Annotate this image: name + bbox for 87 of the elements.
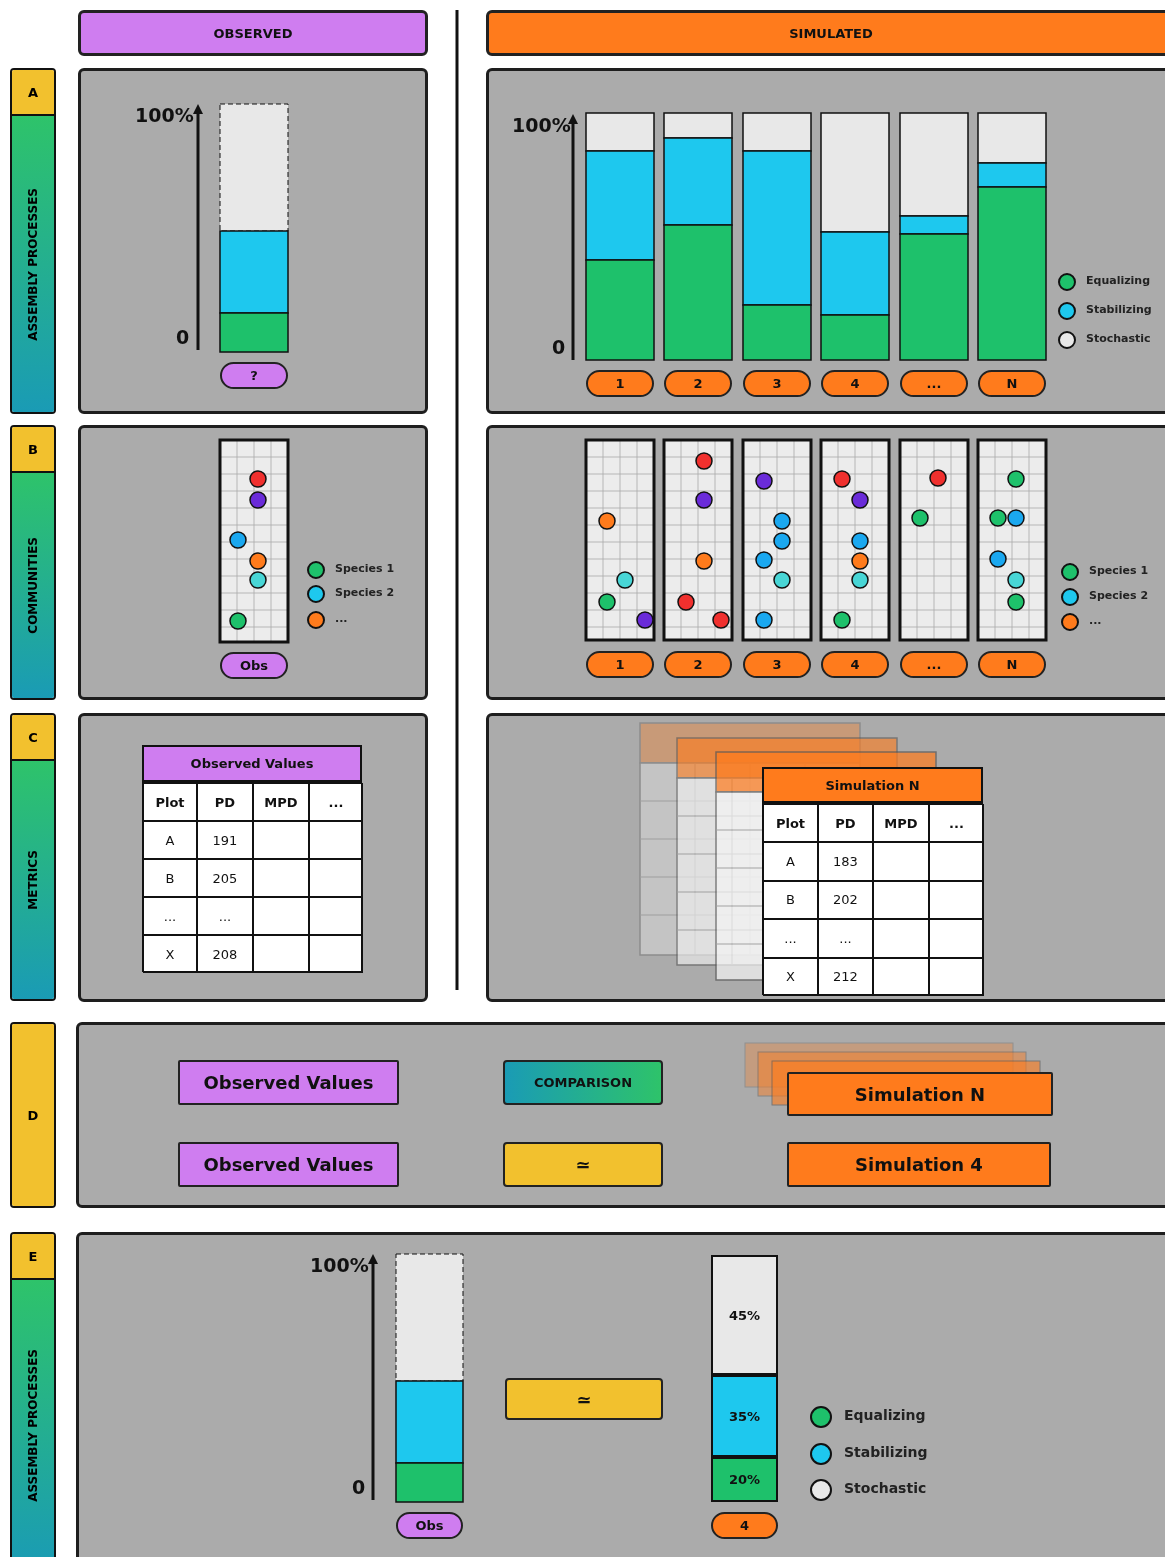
table-title: Observed Values	[142, 745, 362, 782]
axis-label: 100%	[512, 114, 571, 136]
section-title: METRICS	[12, 761, 54, 999]
sample-tag: ...	[900, 370, 968, 397]
column-header: OBSERVED	[78, 10, 428, 56]
section-panel	[76, 1232, 1165, 1557]
legend-text: Stabilizing	[844, 1444, 928, 1461]
legend-text: Species 2	[1089, 589, 1149, 603]
axis-label: 100%	[310, 1254, 369, 1276]
legend-text: Stochastic	[1086, 332, 1151, 346]
comparison-card: COMPARISON	[503, 1060, 663, 1105]
section-title: COMMUNITIES	[12, 473, 54, 698]
section-tab	[10, 425, 56, 700]
bar-segment: 20%	[711, 1457, 778, 1502]
sample-tag: ?	[220, 362, 288, 389]
table-cell: ...	[309, 783, 363, 821]
axis-label: 100%	[135, 104, 194, 126]
table-cell: B	[763, 880, 818, 920]
result-card: Simulation N	[787, 1072, 1053, 1116]
section-panel	[76, 1022, 1165, 1208]
table-cell: ...	[197, 897, 253, 935]
legend-text: ...	[1089, 614, 1102, 628]
section-title: ASSEMBLY PROCESSES	[12, 1280, 54, 1557]
table-cell: MPD	[253, 783, 309, 821]
sample-tag: 2	[664, 651, 732, 678]
legend-text: Equalizing	[844, 1407, 926, 1424]
table-cell: 183	[818, 842, 873, 881]
axis-label: 0	[352, 1476, 366, 1498]
table-cell: 191	[197, 821, 253, 859]
table-cell: X	[763, 957, 818, 996]
sample-tag: 1	[586, 370, 654, 397]
table-cell: MPD	[873, 804, 929, 843]
sample-tag: Obs	[396, 1512, 463, 1539]
section-letter: C	[12, 715, 54, 761]
table-cell: X	[143, 935, 197, 973]
table-cell: 212	[818, 957, 873, 996]
sample-tag: N	[978, 651, 1046, 678]
section-letter: D	[12, 1024, 54, 1206]
sample-tag: 2	[664, 370, 732, 397]
section-title: ASSEMBLY PROCESSES	[12, 116, 54, 412]
table-title: Simulation N	[762, 767, 983, 803]
section-tab	[10, 713, 56, 1001]
sample-tag: ...	[900, 651, 968, 678]
axis-label: 0	[552, 336, 566, 358]
section-tab	[10, 68, 56, 414]
table-cell: PD	[818, 804, 873, 843]
column-header: SIMULATED	[486, 10, 1165, 56]
bar-segment: 35%	[711, 1375, 778, 1457]
table-cell: PD	[197, 783, 253, 821]
table-cell: 205	[197, 859, 253, 897]
result-card: Observed Values	[178, 1060, 399, 1105]
sample-tag: 4	[821, 370, 889, 397]
table-cell: ...	[818, 919, 873, 958]
sample-tag: 3	[743, 370, 811, 397]
section-letter: A	[12, 70, 54, 116]
table-cell: ...	[929, 804, 984, 843]
table-cell: ...	[143, 897, 197, 935]
legend-text: Species 1	[335, 562, 395, 576]
table-cell: 208	[197, 935, 253, 973]
legend-text: Stabilizing	[1086, 303, 1152, 317]
sample-tag: 1	[586, 651, 654, 678]
bar-segment: 45%	[711, 1255, 778, 1375]
table-cell: Plot	[143, 783, 197, 821]
sample-tag: 3	[743, 651, 811, 678]
legend-text: ...	[335, 612, 348, 626]
table-cell: A	[763, 842, 818, 881]
legend-text: Stochastic	[844, 1480, 927, 1497]
sample-tag: 4	[821, 651, 889, 678]
section-letter: E	[12, 1234, 54, 1280]
table-cell: Plot	[763, 804, 818, 843]
section-tab	[10, 1232, 56, 1557]
result-card: Observed Values	[178, 1142, 399, 1187]
axis-label: 0	[176, 326, 190, 348]
legend-text: Species 1	[1089, 564, 1149, 578]
table-cell: 202	[818, 880, 873, 920]
result-card: Simulation 4	[787, 1142, 1051, 1187]
approx-equal-card: ≃	[505, 1378, 663, 1420]
sample-tag: 4	[711, 1512, 778, 1539]
table-cell: A	[143, 821, 197, 859]
table-cell: ...	[763, 919, 818, 958]
legend-text: Species 2	[335, 586, 395, 600]
section-letter: B	[12, 427, 54, 473]
sample-tag: N	[978, 370, 1046, 397]
legend-text: Equalizing	[1086, 274, 1151, 288]
approx-equal-card: ≃	[503, 1142, 663, 1187]
sample-tag: Obs	[220, 652, 288, 679]
table-cell: B	[143, 859, 197, 897]
